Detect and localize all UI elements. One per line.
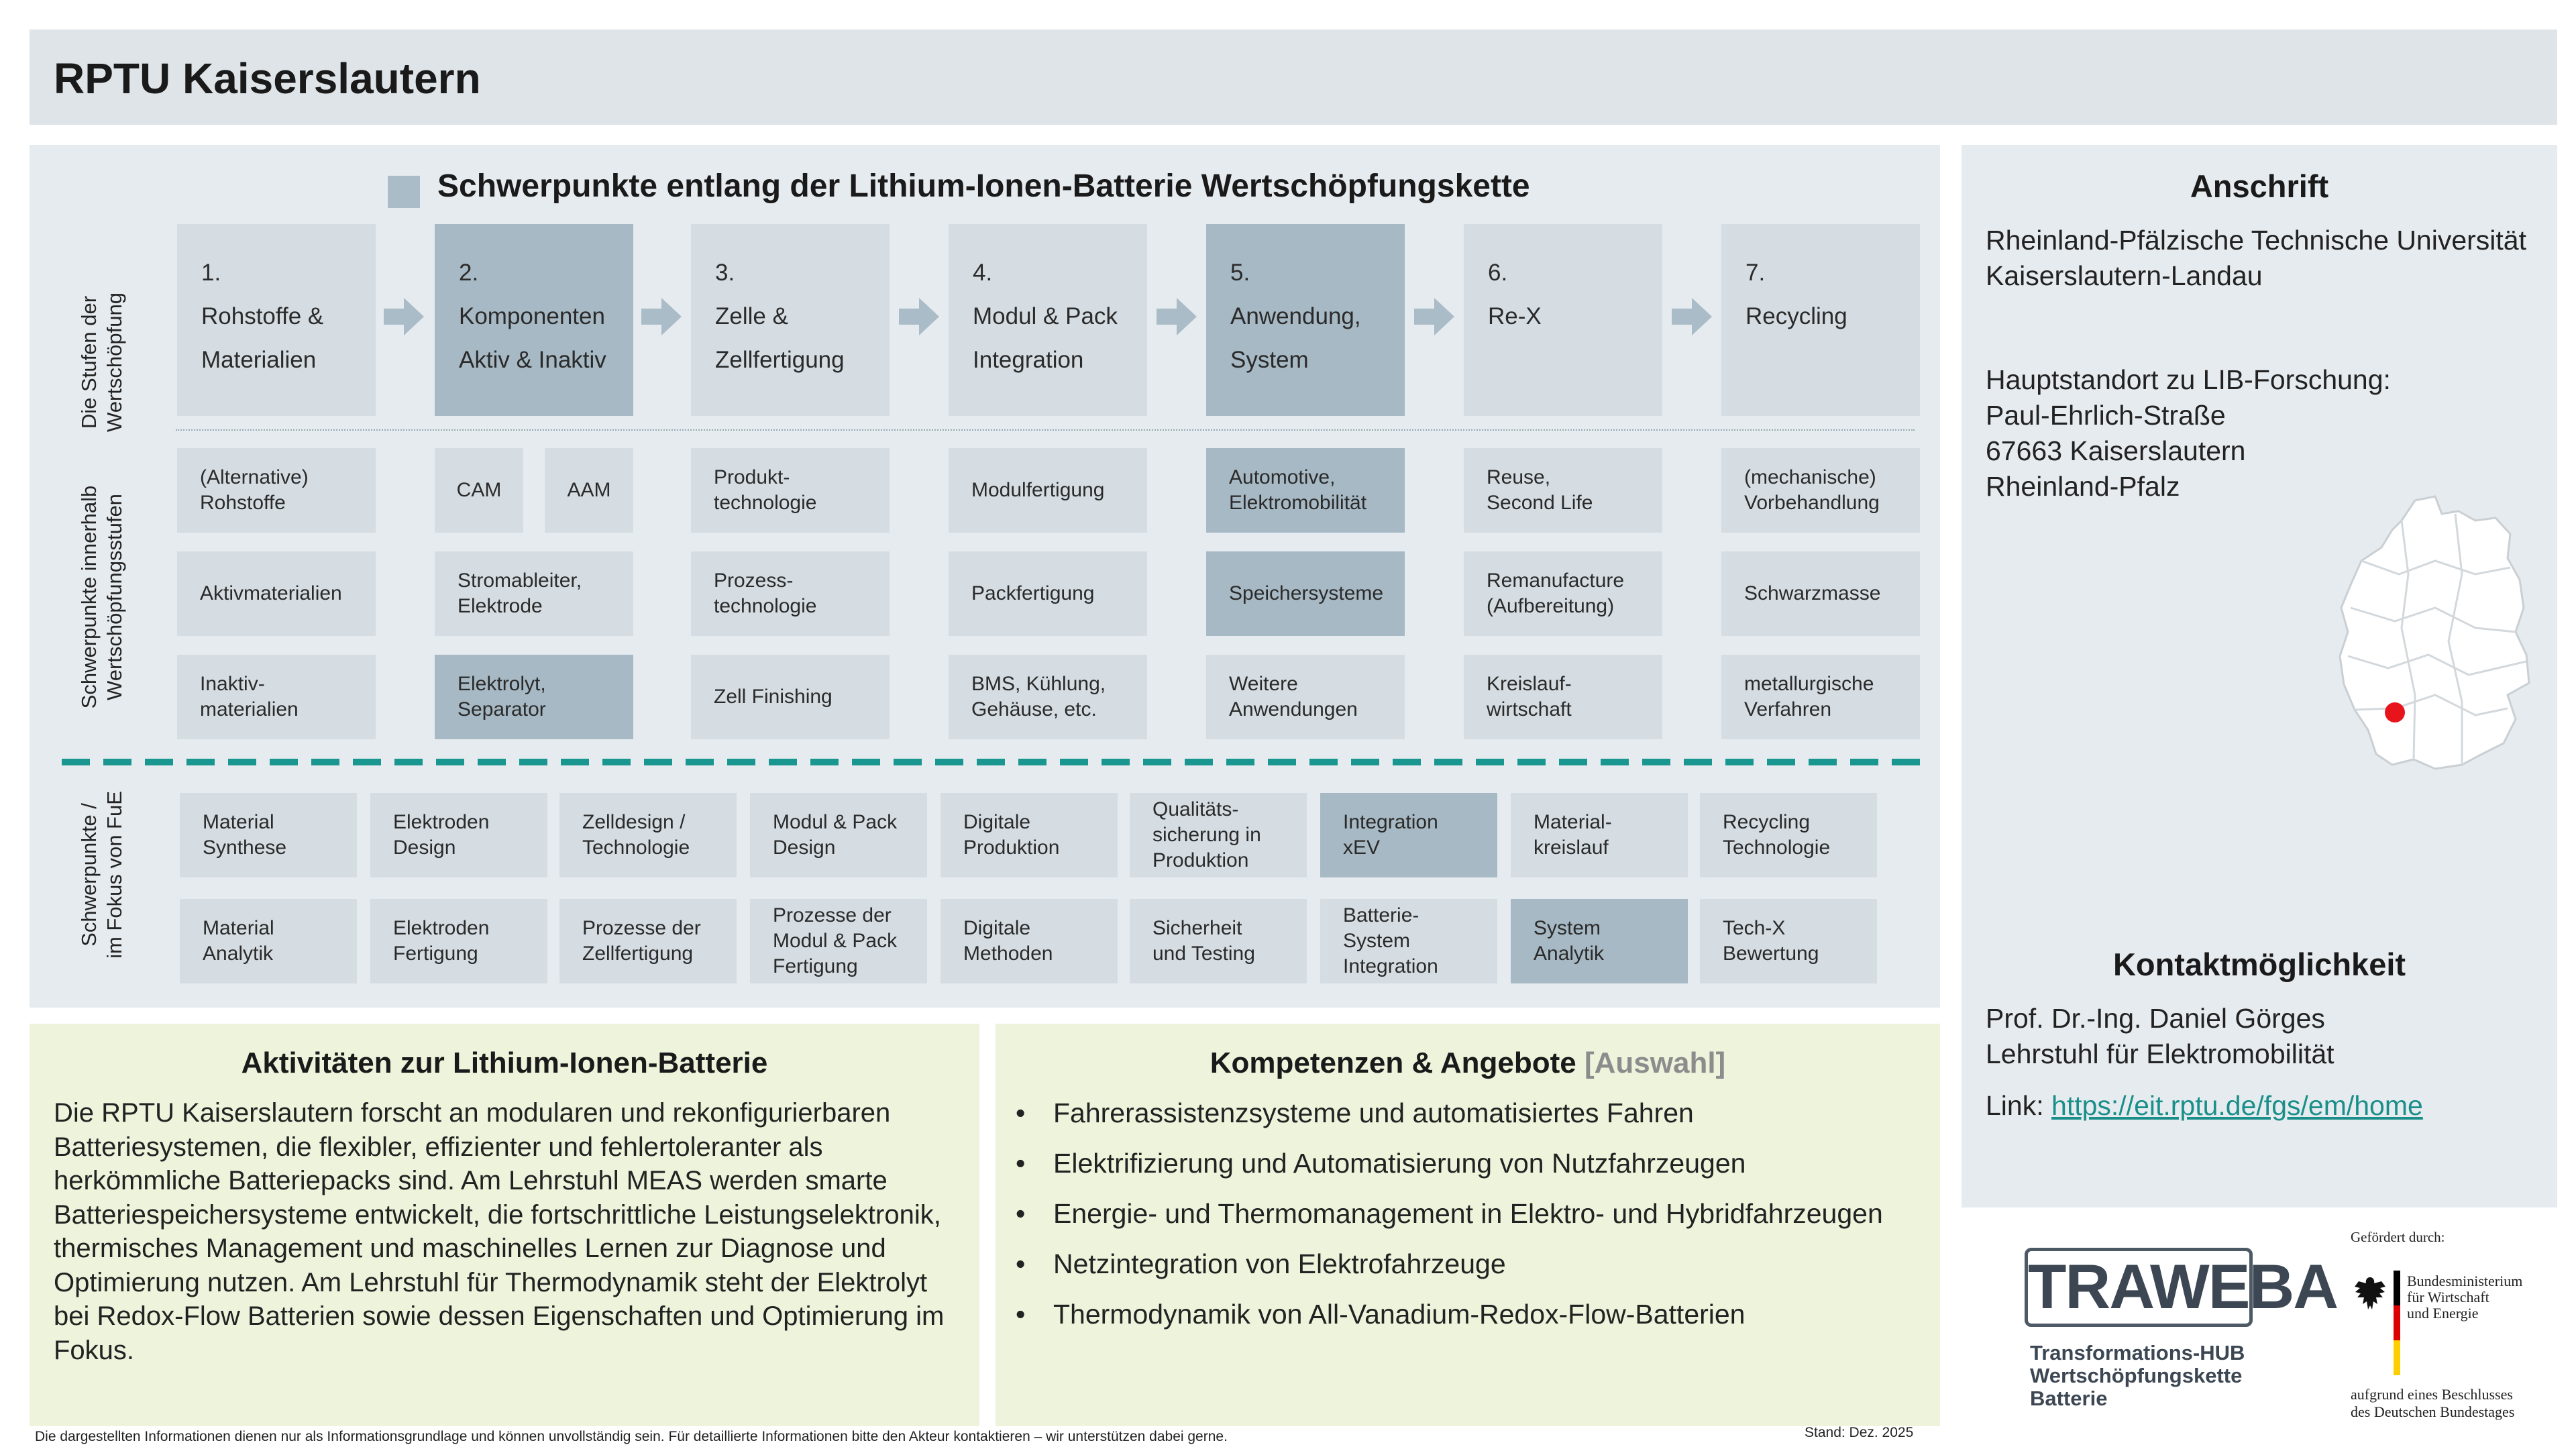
rnd-cell: Digitale Methoden xyxy=(941,899,1118,983)
focus-cell: Automotive, Elektromobilität xyxy=(1206,448,1405,533)
activities-panel xyxy=(30,1024,979,1426)
focus-cell-cam: CAM xyxy=(435,448,523,533)
rnd-cell: Elektroden Design xyxy=(370,793,547,877)
focus-cell: Zell Finishing xyxy=(691,655,890,739)
focus-cell: Elektrolyt, Separator xyxy=(435,655,633,739)
stage-6: 6.Re-X xyxy=(1464,224,1662,416)
footer-disclaimer: Die dargestellten Informationen dienen n… xyxy=(35,1429,1228,1444)
stage-7: 7.Recycling xyxy=(1721,224,1920,416)
rnd-cell: Batterie- System Integration xyxy=(1320,899,1497,983)
competence-item: •Fahrerassistenzsysteme und automatisier… xyxy=(1016,1097,1694,1128)
competence-item: •Energie- und Thermomanagement in Elektr… xyxy=(1016,1198,1883,1229)
stage-3: 3.Zelle &Zellfertigung xyxy=(691,224,890,416)
rnd-cell: Qualitäts- sicherung in Produktion xyxy=(1130,793,1307,877)
rnd-cell: Tech-X Bewertung xyxy=(1700,899,1877,983)
location-marker xyxy=(2385,702,2405,722)
row-label-rnd: Schwerpunkte /im Fokus von FuE xyxy=(77,791,126,959)
activities-text: Die RPTU Kaiserslautern forscht an modul… xyxy=(54,1098,945,1365)
funded-by-label: Gefördert durch: xyxy=(2351,1229,2445,1245)
german-flag xyxy=(2394,1271,2400,1375)
stage-separator xyxy=(176,429,1915,431)
focus-cell: Packfertigung xyxy=(949,551,1147,636)
competence-item: •Netzintegration von Elektrofahrzeuge xyxy=(1016,1248,1506,1279)
address-line: Kaiserslautern-Landau xyxy=(1986,260,2263,291)
focus-cell: Modulfertigung xyxy=(949,448,1147,533)
address-line: Paul-Ehrlich-Straße xyxy=(1986,400,2226,431)
competences-heading: Kompetenzen & Angebote [Auswahl] xyxy=(1210,1046,1726,1079)
competence-item: •Elektrifizierung und Automatisierung vo… xyxy=(1016,1148,1746,1179)
focus-cell: Remanufacture (Aufbereitung) xyxy=(1464,551,1662,636)
focus-cell: Reuse, Second Life xyxy=(1464,448,1662,533)
address-line: Rheinland-Pfalz xyxy=(1986,471,2180,502)
address-heading: Anschrift xyxy=(2190,168,2329,204)
focus-cell: Produkt- technologie xyxy=(691,448,890,533)
rnd-cell: Material- kreislauf xyxy=(1511,793,1688,877)
contact-link[interactable]: https://eit.rptu.de/fgs/em/home xyxy=(2051,1090,2423,1121)
federal-eagle-icon xyxy=(2355,1277,2385,1309)
activities-heading: Aktivitäten zur Lithium-Ionen-Batterie xyxy=(241,1046,768,1079)
rnd-cell: Recycling Technologie xyxy=(1700,793,1877,877)
focus-cell: (Alternative) Rohstoffe xyxy=(177,448,376,533)
rnd-cell: Digitale Produktion xyxy=(941,793,1118,877)
rnd-cell: Prozesse der Zellfertigung xyxy=(559,899,737,983)
focus-cell-aam: AAM xyxy=(545,448,633,533)
arrow-right-icon xyxy=(641,292,682,341)
rnd-cell: System Analytik xyxy=(1511,899,1688,983)
focus-cell: Inaktiv- materialien xyxy=(177,655,376,739)
focus-cell: Speichersysteme xyxy=(1206,551,1405,636)
rnd-cell: Material Analytik xyxy=(180,899,357,983)
focus-cell: BMS, Kühlung, Gehäuse, etc. xyxy=(949,655,1147,739)
arrow-right-icon xyxy=(1157,292,1197,341)
traweba-logo: TRAWEBA xyxy=(2025,1248,2339,1327)
focus-cell: Kreislauf- wirtschaft xyxy=(1464,655,1662,739)
arrow-right-icon xyxy=(899,292,939,341)
title-bar: RPTU Kaiserslautern xyxy=(30,30,2557,125)
stage-1: 1.Rohstoffe &Materialien xyxy=(177,224,376,416)
rnd-cell: Sicherheit und Testing xyxy=(1130,899,1307,983)
arrow-right-icon xyxy=(1414,292,1454,341)
stage-5: 5.Anwendung,System xyxy=(1206,224,1405,416)
focus-cell: Schwarzmasse xyxy=(1721,551,1920,636)
arrow-right-icon xyxy=(1672,292,1712,341)
focus-cell: metallurgische Verfahren xyxy=(1721,655,1920,739)
focus-cell: Aktivmaterialien xyxy=(177,551,376,636)
germany-map-icon xyxy=(2339,495,2530,770)
contact-name: Prof. Dr.-Ing. Daniel Görges xyxy=(1986,1003,2325,1034)
address-line: 67663 Kaiserslautern xyxy=(1986,435,2246,466)
competence-item: •Thermodynamik von All-Vanadium-Redox-Fl… xyxy=(1016,1299,1746,1330)
rnd-cell: Modul & Pack Design xyxy=(750,793,927,877)
link-label: Link: xyxy=(1986,1090,2044,1121)
address-line: Hauptstandort zu LIB-Forschung: xyxy=(1986,364,2391,395)
contact-heading: Kontaktmöglichkeit xyxy=(2112,947,2406,982)
focus-cell: Prozess- technologie xyxy=(691,551,890,636)
rnd-cell: Material Synthese xyxy=(180,793,357,877)
contact-chair: Lehrstuhl für Elektromobilität xyxy=(1986,1038,2334,1069)
value-chain-title: Schwerpunkte entlang der Lithium-Ionen-B… xyxy=(437,168,1530,204)
rnd-cell: Prozesse der Modul & Pack Fertigung xyxy=(750,899,927,983)
contact-link-row: Link: https://eit.rptu.de/fgs/em/home xyxy=(1986,1088,2423,1124)
arrow-right-icon xyxy=(384,292,424,341)
page-title: RPTU Kaiserslautern xyxy=(54,54,481,103)
square-icon xyxy=(388,176,420,208)
rnd-cell: Zelldesign / Technologie xyxy=(559,793,737,877)
footer-date: Stand: Dez. 2025 xyxy=(1805,1425,1914,1440)
address-line: Rheinland-Pfälzische Technische Universi… xyxy=(1986,225,2526,256)
rnd-cell: Elektroden Fertigung xyxy=(370,899,547,983)
focus-cell: Stromableiter, Elektrode xyxy=(435,551,633,636)
section-divider xyxy=(62,759,1920,765)
rnd-cell: Integration xEV xyxy=(1320,793,1497,877)
competences-panel xyxy=(996,1024,1940,1426)
focus-cell: Weitere Anwendungen xyxy=(1206,655,1405,739)
focus-cell: (mechanische) Vorbehandlung xyxy=(1721,448,1920,533)
